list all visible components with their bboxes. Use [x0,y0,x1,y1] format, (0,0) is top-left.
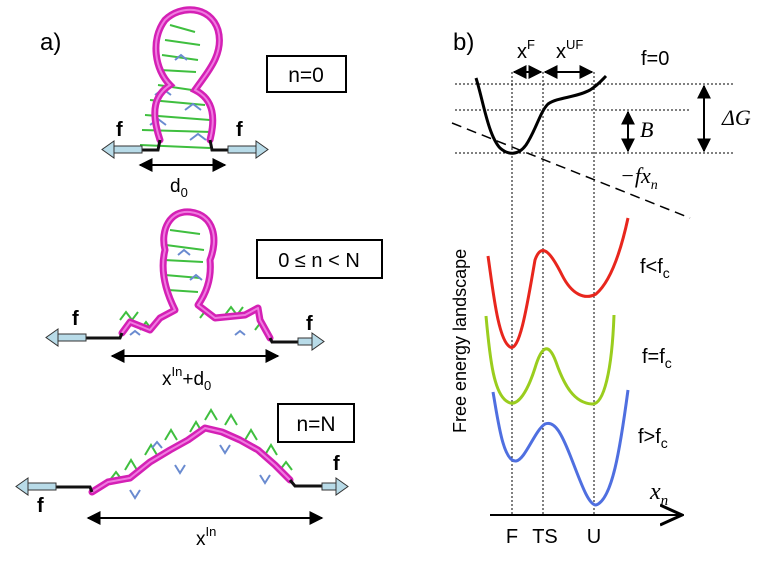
hairpin-molecule-folded [139,6,228,152]
handle-left-0 [140,139,162,152]
xF-label: xF [517,37,535,63]
hairpin-backbone-inner [153,8,221,141]
x-axis-label: xn [649,479,668,509]
force-label-right-1: f [306,313,313,335]
force-arrow-right-1 [297,332,325,351]
handle-right-2 [288,479,322,488]
tick-F: F [506,526,518,548]
partial-bases [119,229,268,336]
force-arrow-right-2 [321,477,349,496]
panel-a: a) f f d0 n=0 [15,6,383,550]
handle-right-0 [208,139,228,152]
xUF-label: xUF [556,37,583,63]
state-label-2: n=N [296,413,335,436]
panel-a-label: a) [40,29,61,56]
state-box-2 [277,403,355,443]
handle-right-1 [268,337,298,344]
force-label-left-0: f [116,119,123,141]
curve-label-greater: f>fc [638,426,668,451]
partial-backbone-inner [121,210,271,339]
tilt-line [451,122,691,219]
state-label-1: 0 ≤ n < N [278,250,360,272]
force-label-right-0: f [236,119,243,141]
force-label-left-1: f [72,308,79,330]
y-axis-label: Free energy landscape [450,249,470,433]
deltaG-label: ΔG [721,105,751,130]
force-arrow-left-2 [15,477,57,496]
tick-U: U [587,526,601,548]
landscape-f0 [474,74,608,155]
panel-b-label: b) [453,29,474,56]
extension-label-2: xIn [196,524,216,550]
force-label-right-2: f [333,453,340,475]
landscape-f-greater-fc [491,389,630,507]
barrier-label: B [640,117,653,142]
extension-label-0: d0 [170,176,188,200]
panel-b: b) xF xUF f=0 −fxn B ΔG Free energy land [450,29,751,548]
force-arrow-left-0 [101,140,143,159]
guide-lines [511,72,595,515]
landscape-f-less-fc [486,217,630,349]
hairpin-molecule-unfolded [55,408,322,500]
state-box-0 [266,55,347,93]
unfolded-backbone-inner [91,427,291,493]
tick-TS: TS [532,526,558,548]
curve-label-equal: f=fc [642,346,672,371]
hairpin-molecule-partial [85,208,298,344]
force-label-left-2: f [37,495,44,517]
state-box-1 [256,239,383,279]
tilt-label: −fxn [620,163,658,193]
landscape-f-eq-fc [484,314,616,406]
handle-left-1 [85,332,124,340]
force-arrow-right-0 [227,140,269,159]
f0-label: f=0 [641,48,669,70]
handle-left-2 [55,485,94,493]
force-arrow-left-1 [45,328,87,347]
extension-label-1: xIn+d0 [162,364,211,393]
state-label-0: n=0 [288,64,324,87]
level-lines [455,83,735,154]
curve-label-less: f<fc [640,256,670,281]
unfolded-bases [109,408,293,500]
